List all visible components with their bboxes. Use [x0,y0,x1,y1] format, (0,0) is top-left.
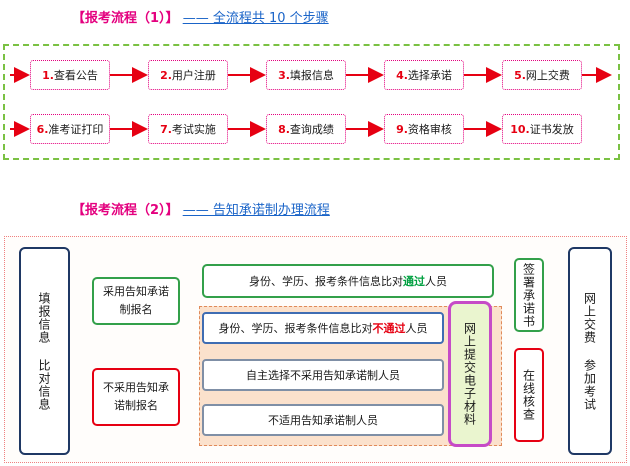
pay-and-take-exam-box: 网上交费 参加考试 [568,247,612,455]
row-fail-suffix: 人员 [405,322,428,335]
step-4: 4.选择承诺 [384,60,464,90]
step-8: 8.查询成绩 [266,114,346,144]
adopt-commitment-box: 采用告知承诺制报名 [92,277,180,325]
step-3-label: 填报信息 [289,69,334,82]
step-7: 7.考试实施 [148,114,228,144]
step-9-label: 资格审核 [407,123,452,136]
section1-title: 【报考流程（1）】 —— 全流程共 10 个步骤 [72,7,329,26]
row-pass-em: 通过 [403,275,425,288]
step-8-num: 8. [278,122,290,136]
row-pass-text: 身份、学历、报考条件信息比对 [249,275,403,288]
step-10-num: 10. [510,122,530,136]
sign-commitment-box: 签署承诺书 [514,258,544,332]
step-1-num: 1. [42,68,54,82]
section2-title-bracket: 【报考流程（2）】 [72,203,179,218]
section1-title-sub[interactable]: —— 全流程共 10 个步骤 [182,11,329,26]
step-1-label: 查看公告 [53,69,98,82]
step-3: 3.填报信息 [266,60,346,90]
step-2-label: 用户注册 [171,69,216,82]
upload-materials-box: 网上提交电子材料 [448,301,492,447]
row-fail-em: 不通过 [372,322,406,335]
step-4-num: 4. [396,68,408,82]
not-adopt-commitment-box: 不采用告知承诺制报名 [92,368,180,426]
step-6-num: 6. [36,122,49,136]
row-pass-box: 身份、学历、报考条件信息比对通过人员 [202,264,494,298]
row-pass-suffix: 人员 [425,275,447,288]
step-5: 5.网上交费 [502,60,582,90]
step-5-num: 5. [514,68,526,82]
step-6-label: 准考证打印 [48,123,104,136]
step-9-num: 9. [396,122,408,136]
step-2: 2.用户注册 [148,60,228,90]
section1-title-bracket: 【报考流程（1）】 [72,11,179,26]
step-7-label: 考试实施 [171,123,216,136]
step-10-label: 证书发放 [529,123,574,136]
row-self-choose-box: 自主选择不采用告知承诺制人员 [202,359,444,391]
step-7-num: 7. [160,122,172,136]
step-3-num: 3. [278,68,290,82]
step-1: 1.查看公告 [30,60,110,90]
step-5-label: 网上交费 [525,69,570,82]
row-fail-text: 身份、学历、报考条件信息比对 [218,322,373,335]
step-10: 10.证书发放 [502,114,582,144]
section2-title: 【报考流程（2）】 —— 告知承诺制办理流程 [72,199,330,218]
step-9: 9.资格审核 [384,114,464,144]
row-fail-box: 身份、学历、报考条件信息比对不通过人员 [202,312,444,344]
fill-info-box: 填报信息 比对信息 [19,247,70,455]
flow-steps-frame [3,44,620,160]
step-6: 6.准考证打印 [30,114,110,144]
step-2-num: 2. [160,68,172,82]
step-8-label: 查询成绩 [289,123,334,136]
section2-title-sub[interactable]: —— 告知承诺制办理流程 [182,203,330,218]
online-check-box: 在线核查 [514,348,544,442]
step-4-label: 选择承诺 [407,69,452,82]
row-not-applicable-box: 不适用告知承诺制人员 [202,404,444,436]
